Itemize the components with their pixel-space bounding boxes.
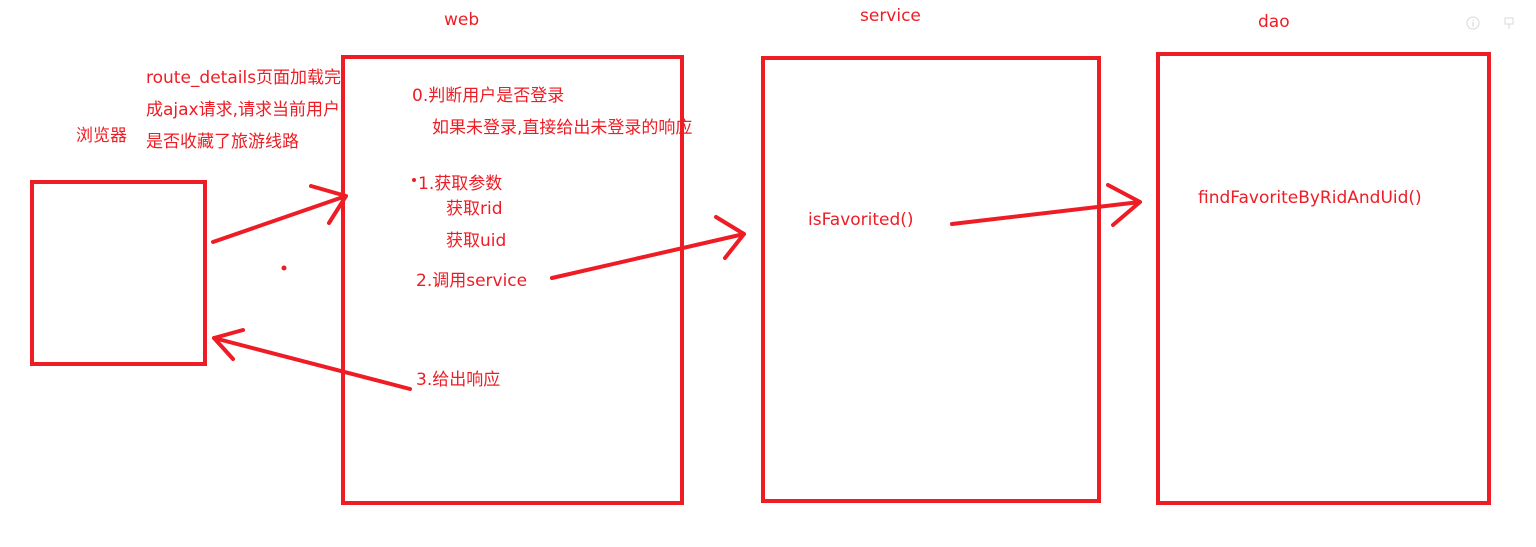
arrow-response-to-browser [212,328,412,391]
dao-box [1156,52,1491,505]
web-step-2: 2.调用service [416,271,528,291]
request-note-line-2: 成ajax请求,请求当前用户 [146,100,341,120]
web-box [341,55,684,505]
browser-label: 浏览器 [76,126,127,146]
browser-box [30,180,207,366]
web-step-3: 3.给出响应 [416,370,501,390]
arrow-browser-to-web [211,184,348,244]
ink-dot [281,265,287,271]
web-step-0-detail: 如果未登录,直接给出未登录的响应 [432,118,693,138]
web-step-1-uid: 获取uid [446,231,507,251]
web-title: web [444,10,480,30]
request-note-line-1: route_details页面加载完 [146,68,342,88]
dao-title: dao [1258,12,1290,32]
web-step-1-rid: 获取rid [446,199,503,219]
arrow-web-to-service [550,215,746,280]
dao-method: findFavoriteByRidAndUid() [1198,188,1422,208]
service-method: isFavorited() [808,210,914,230]
ink-dot [412,178,416,182]
web-step-1: 1.获取参数 [418,174,503,194]
request-note-line-3: 是否收藏了旅游线路 [146,132,299,152]
web-step-0: 0.判断用户是否登录 [412,86,565,106]
service-title: service [860,6,921,26]
pin-icon[interactable] [1502,16,1516,30]
info-icon[interactable] [1466,16,1480,30]
arrow-service-to-dao [950,183,1142,227]
service-box [761,56,1101,503]
